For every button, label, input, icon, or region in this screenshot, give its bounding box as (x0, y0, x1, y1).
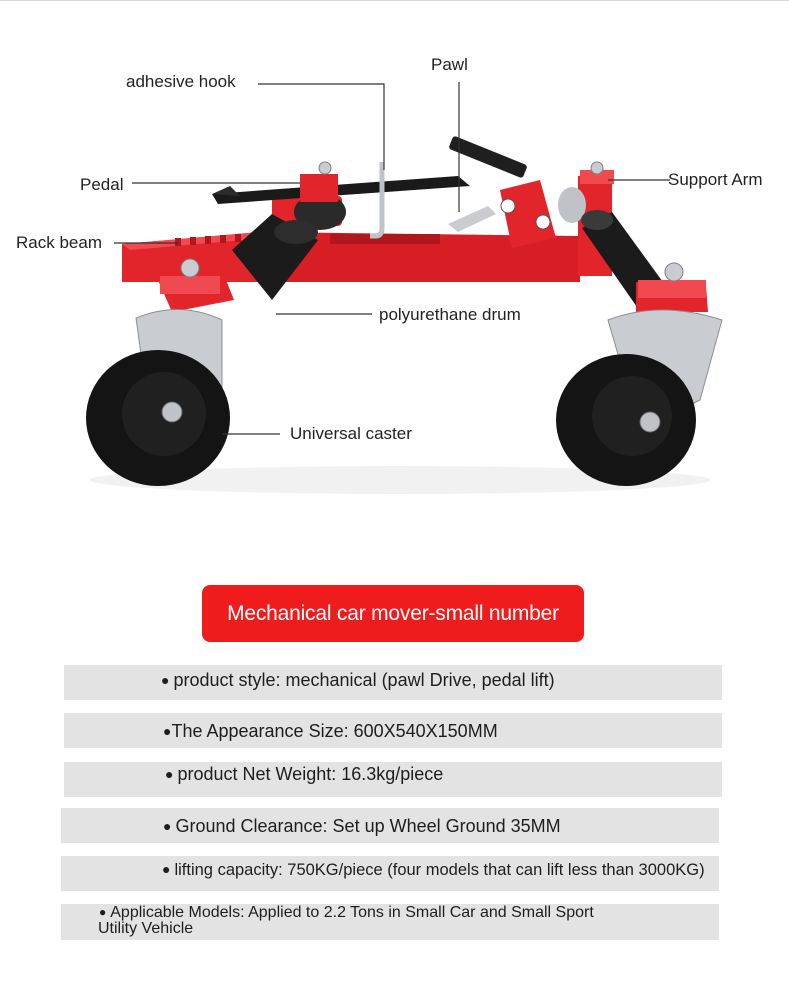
left-mount (158, 258, 234, 312)
label-pedal: Pedal (80, 175, 124, 194)
spec-row-style: ●product style: mechanical (pawl Drive, … (64, 665, 722, 700)
spec-row-models: ●Applicable Models: Applied to 2.2 Tons … (61, 904, 719, 940)
bullet-icon: ● (161, 672, 170, 688)
bullet-icon: ● (162, 861, 171, 877)
spec-text: product Net Weight: 16.3kg/piece (177, 764, 444, 784)
spec-row-size: ●The Appearance Size: 600X540X150MM (64, 713, 722, 748)
label-adhesive-hook: adhesive hook (126, 72, 236, 91)
adhesive-hook-shape (370, 162, 385, 239)
callout-leader-lines (114, 82, 670, 435)
spec-row-capacity: ●lifting capacity: 750KG/piece (four mod… (61, 856, 719, 891)
back-drum (272, 194, 346, 230)
left-drum (232, 214, 318, 300)
spec-row-clearance: ●Ground Clearance: Set up Wheel Ground 3… (61, 808, 719, 843)
spec-text-continued: Utility Vehicle (98, 920, 194, 937)
spec-text: Applicable Models: Applied to 2.2 Tons i… (110, 904, 594, 921)
spec-row-weight: ●product Net Weight: 16.3kg/piece (64, 762, 722, 797)
right-caster (556, 309, 723, 486)
product-diagram: adhesive hook Pawl Pedal Support Arm Rac… (16, 55, 763, 494)
pawl-mechanism (448, 180, 556, 248)
label-polyurethane-drum: polyurethane drum (379, 305, 521, 324)
bullet-icon: ● (163, 723, 172, 739)
label-support-arm: Support Arm (668, 170, 763, 189)
label-pawl: Pawl (431, 55, 468, 74)
left-caster (86, 309, 230, 486)
top-divider (0, 0, 789, 1)
label-rack-beam: Rack beam (16, 233, 102, 252)
spec-text: The Appearance Size: 600X540X150MM (171, 721, 498, 741)
product-title: Mechanical car mover-small number (202, 585, 584, 642)
car-mover-illustration (86, 82, 723, 494)
spec-text: product style: mechanical (pawl Drive, p… (173, 670, 555, 690)
bullet-icon: ● (163, 818, 172, 834)
right-mount (636, 262, 708, 312)
spec-text: lifting capacity: 750KG/piece (four mode… (174, 861, 705, 879)
bullet-icon: ● (99, 905, 107, 919)
label-universal-caster: Universal caster (290, 424, 412, 443)
pedal-lever (212, 136, 527, 204)
spec-text: Ground Clearance: Set up Wheel Ground 35… (175, 816, 561, 836)
bullet-icon: ● (165, 766, 174, 782)
rack-beam (122, 232, 580, 282)
